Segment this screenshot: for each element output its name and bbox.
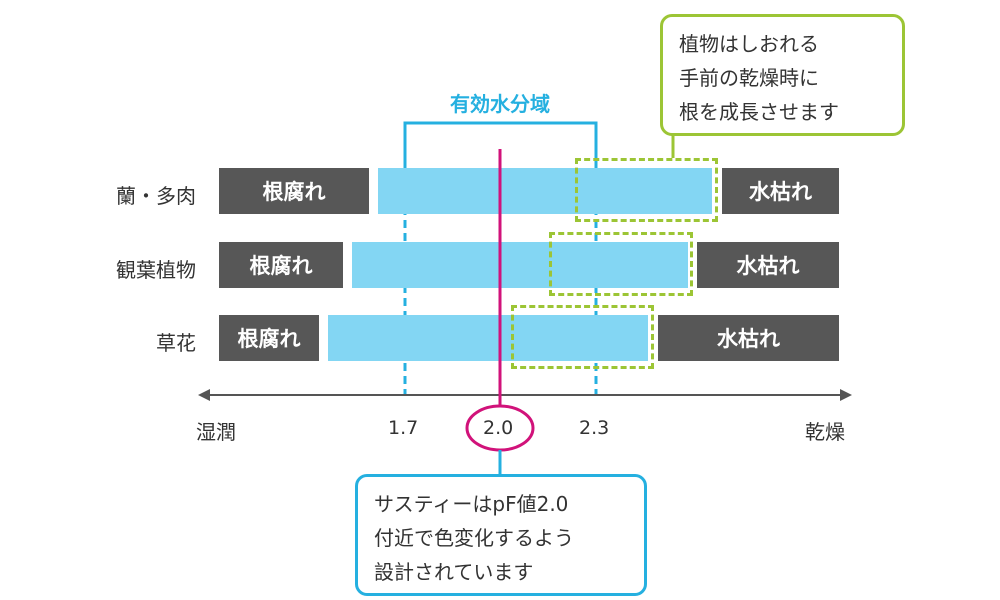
row-label-foliage-plants: 観葉植物 [116,258,196,282]
water-shortage-box: 水枯れ [658,315,839,361]
effective-zone-label: 有効水分域 [450,92,550,116]
callout-growth-note: 植物はしおれる 手前の乾燥時に 根を成長させます [660,14,905,136]
row-label-orchid-succulent: 蘭・多肉 [116,184,196,208]
tick-label-2-3: 2.3 [579,417,610,439]
callout-sustee-note: サスティーはpF値2.0 付近で色変化するよう 設計されています [355,474,647,596]
row-label-flowering-plants: 草花 [156,331,196,355]
water-shortage-box: 水枯れ [722,168,839,214]
root-rot-box: 根腐れ [219,168,369,214]
root-rot-box: 根腐れ [219,315,319,361]
tick-label-1-7: 1.7 [388,417,419,439]
water-shortage-box: 水枯れ [697,242,839,288]
marker-value: 2.0 [483,417,514,439]
growth-zone-box [575,158,718,222]
axis-label-wet: 湿潤 [196,420,236,444]
growth-zone-box [511,305,654,369]
moisture-range-bar [352,242,688,288]
moisture-range-bar [328,315,648,361]
root-rot-box: 根腐れ [219,242,343,288]
growth-zone-box [549,232,693,296]
axis-label-dry: 乾燥 [805,420,845,444]
moisture-range-bar [378,168,712,214]
